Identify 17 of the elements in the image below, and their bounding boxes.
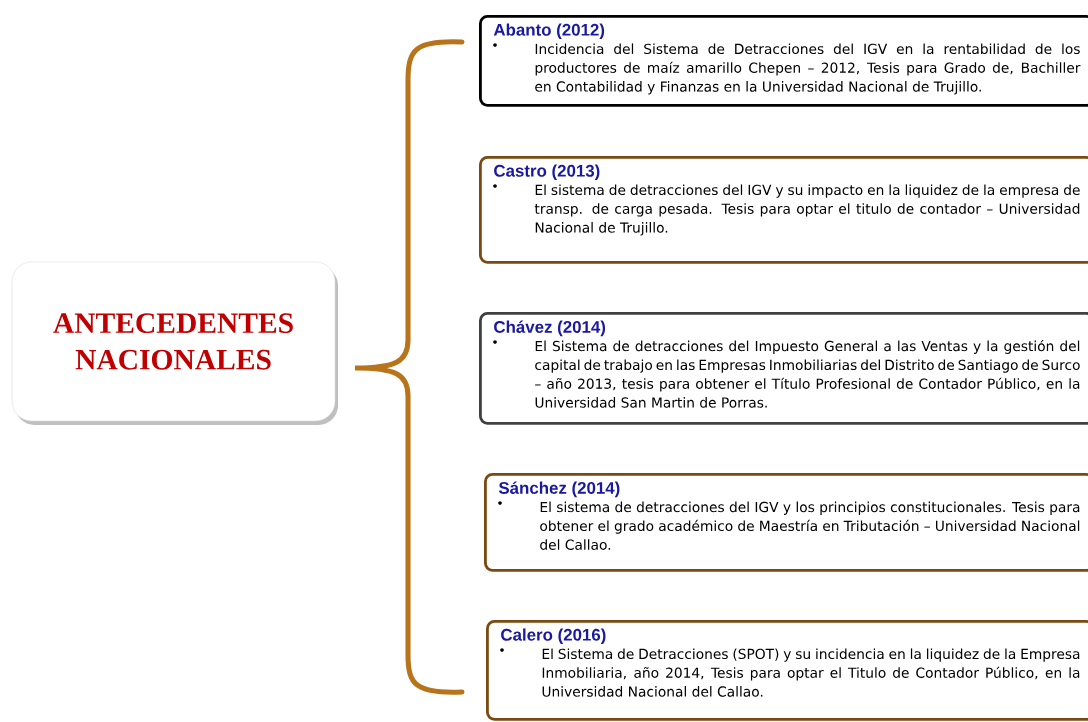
reference-text: El Sistema de detracciones del Impuesto General a las Ventas y la gestión del capital de trabajo en las Empresas Inmobiliarias del Distrito de Santiago de Surco – año 2013, tesis para obtener el Título Profesional de Contador Público, en la Universidad San Martin de Porras. [535,340,1080,408]
reference-heading: Abanto (2012) [493,23,605,40]
reference-text: Incidencia del Sistema de Detracciones del IGV en la rentabilidad de los productores de maíz amarillo Chepen – 2012, Tesis para Grado de, Bachiller en Contabilidad y Finanzas en la Universidad Nacional de Trujillo. [535,43,1081,95]
reference-text: El sistema de detracciones del IGV y los principios constitucionales. Tesis para obtener el grado académico de Maestría en Tributación – Universidad Nacional del Callao. [540,501,1080,550]
title-box [11,261,338,425]
reference-box [486,620,1088,721]
reference-text: El sistema de detracciones del IGV y su impacto en la liquidez de la empresa de transp. de carga pesada. Tesis para optar el titulo de contador – Universidad Nacional de Trujillo. [534,184,1080,236]
reference-heading: Calero (2016) [501,628,606,645]
reference-box [479,312,1088,425]
title-text: ANTECEDENTES NACIONALES [53,313,293,370]
reference-heading: Sánchez (2014) [498,481,620,498]
reference-heading: Castro (2013) [494,164,600,181]
reference-box [479,15,1088,107]
reference-box [484,473,1088,572]
reference-heading: Chávez (2014) [494,320,606,337]
reference-text: El Sistema de Detracciones (SPOT) y su incidencia en la liquidez de la Empresa Inmobiliaria, año 2014, Tesis para optar el Titulo de Contador Público, en la Universidad Nacional del Callao. [542,648,1080,697]
reference-box [479,156,1088,264]
